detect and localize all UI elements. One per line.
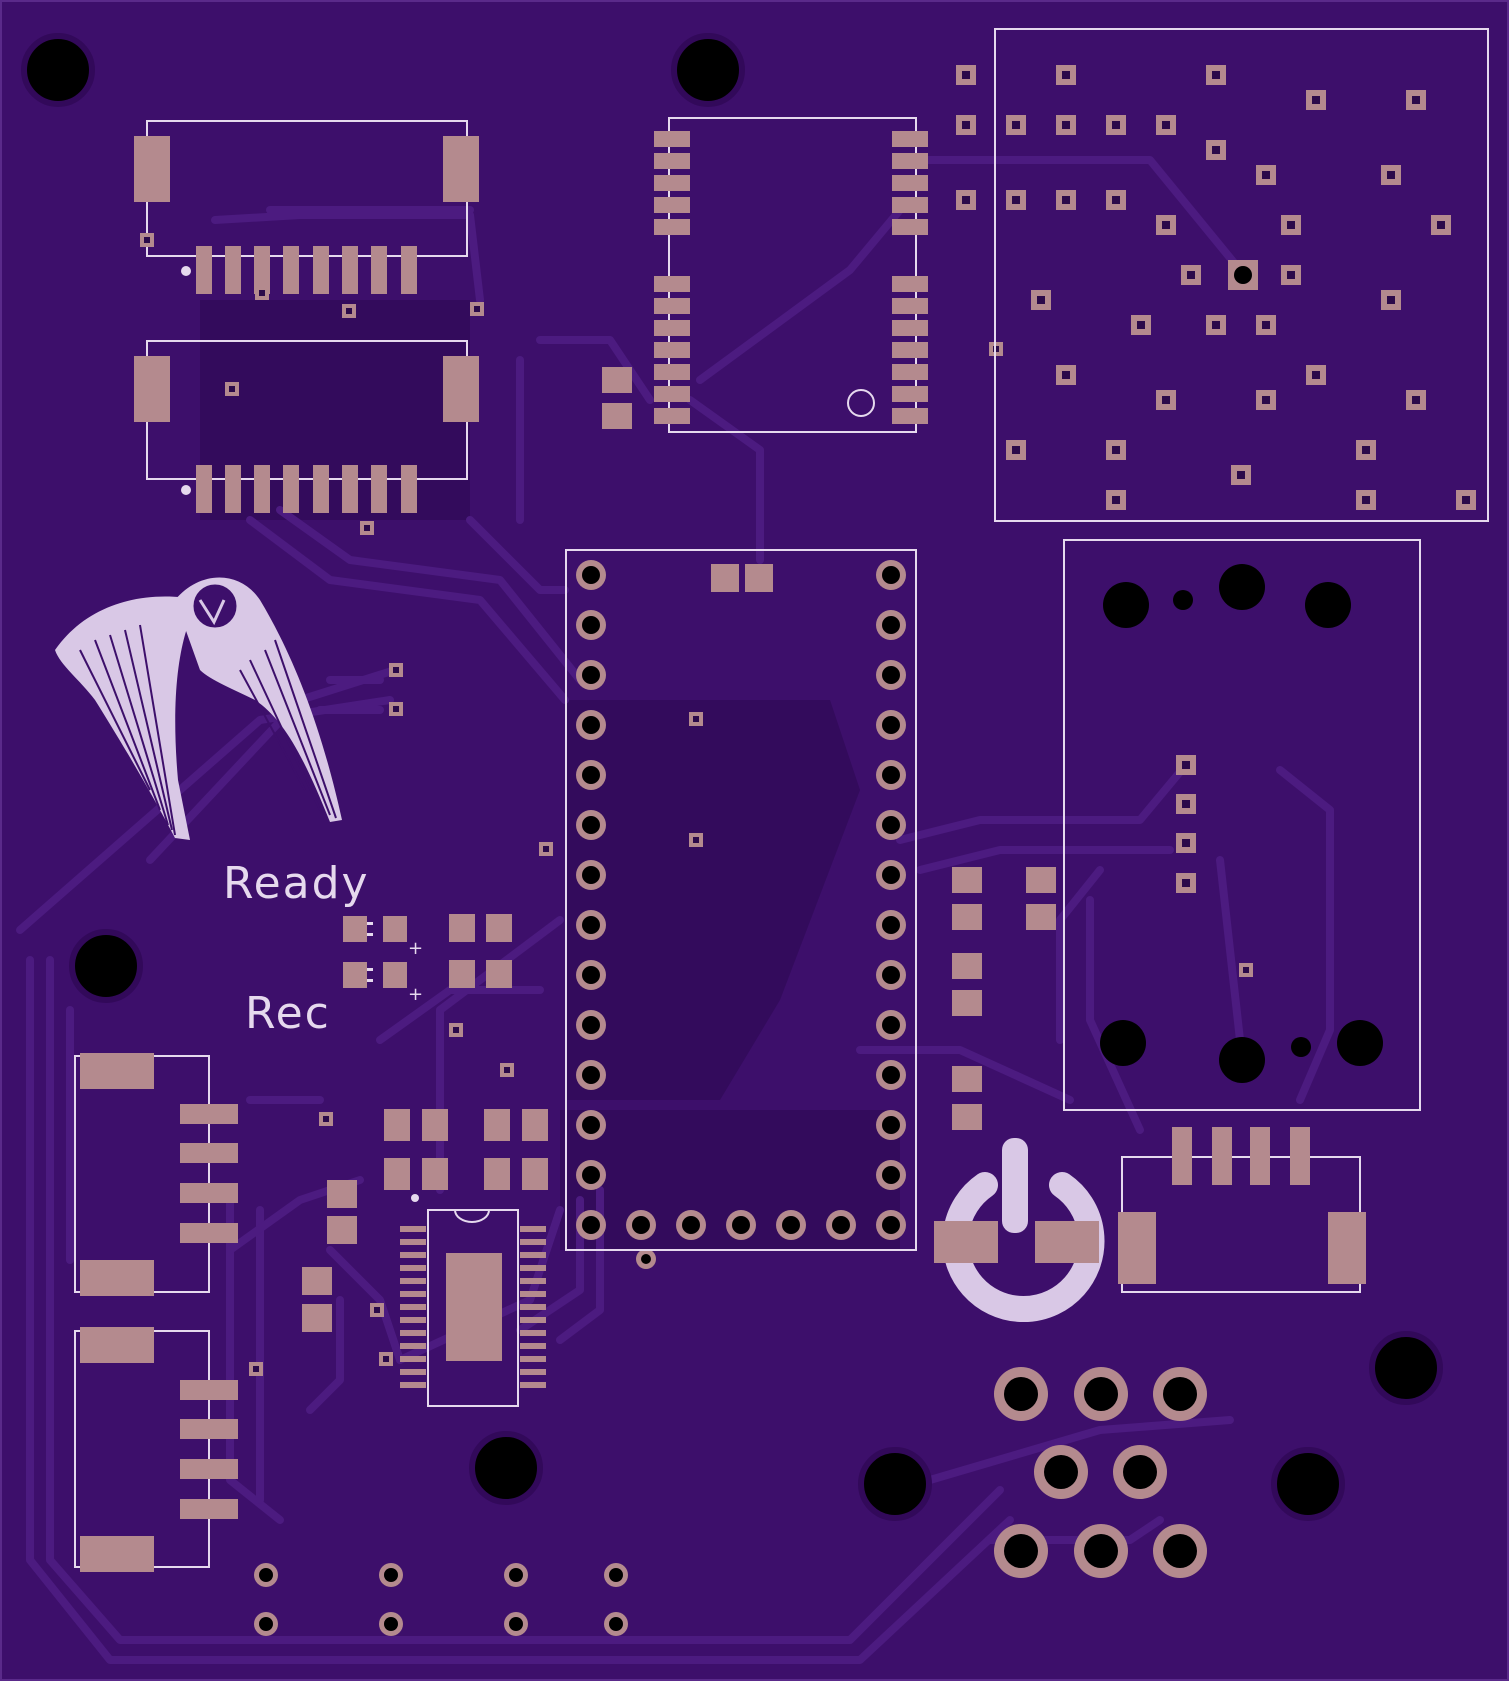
rec-label: Rec [245, 988, 331, 1039]
left-connector-lower [74, 1327, 238, 1572]
owl-logo-icon [55, 577, 342, 840]
left-connector-upper [74, 1053, 238, 1296]
power-symbol-icon [934, 1138, 1105, 1322]
vias [140, 233, 1253, 1376]
rf-module [602, 117, 928, 433]
fpc-connector-bottom [134, 340, 479, 513]
passives-left [302, 914, 548, 1332]
audio-jack-footprint [1063, 539, 1421, 1111]
led-plus-mark-1: + [408, 938, 425, 959]
grid-footprint [956, 28, 1489, 522]
passives-right [952, 867, 1056, 1130]
ready-label: Ready [223, 858, 370, 909]
mounting-holes [21, 33, 1443, 1521]
led-plus-mark-2: + [408, 984, 425, 1005]
right-connector [1118, 1127, 1366, 1293]
mcu-module [565, 549, 917, 1251]
led-polarity-marks [367, 922, 373, 982]
soic-ic [400, 1194, 546, 1407]
fpc-connector-top [134, 120, 479, 294]
